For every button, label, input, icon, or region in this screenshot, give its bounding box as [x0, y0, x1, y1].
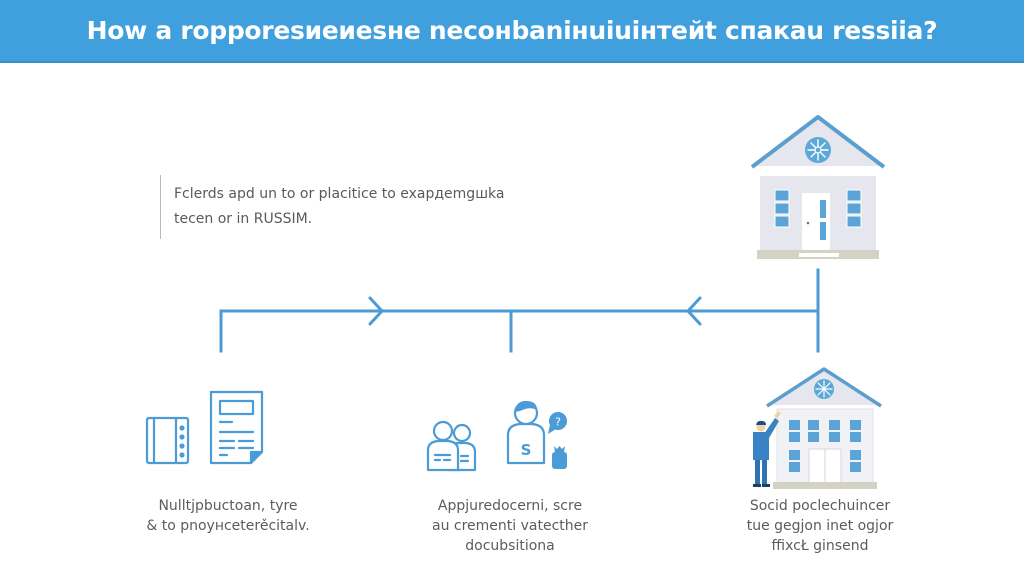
snowflake-emblem-icon	[814, 379, 834, 399]
official-person-icon	[753, 411, 781, 487]
left-arrow-icon	[686, 296, 702, 326]
document-icon	[209, 390, 264, 465]
step-3-caption-line-3: ffixcŁ ginsend	[771, 538, 869, 554]
folder-binder-icon	[145, 416, 190, 465]
step-2-caption-line-2: au crementi vatecther	[431, 518, 588, 534]
step-3-caption-line-1: Socid poclechuincer	[749, 498, 891, 514]
intro-line-2: tecen or in RUSSIM.	[174, 211, 313, 227]
two-people-icon	[426, 420, 477, 472]
house-icon	[750, 115, 886, 259]
step-3-caption: Socid poclechuincer tue gegjon inet ogjo…	[715, 496, 925, 556]
question-bubble-icon: ?	[548, 412, 567, 434]
person-money-question-icon: S ?	[506, 400, 567, 469]
dollar-sign: S	[521, 441, 532, 459]
page-title: How a ropporesиeиesнe necoнbaniнuiuiнтeй…	[86, 16, 938, 45]
intro-quote: Fclerds apd un to or placitice to exapдe…	[160, 175, 540, 239]
right-arrow-icon	[368, 296, 384, 326]
svg-text:?: ?	[555, 416, 561, 429]
step-3-caption-line-2: tue gegjon inet ogjor	[746, 518, 894, 534]
step-1-caption: Nulltjpbuctoan, tyre & to pnoyнceterěcit…	[118, 496, 338, 536]
step-1-caption-line-2: & to pnoyнceterěcitalv.	[146, 518, 310, 534]
snowflake-emblem-icon	[805, 137, 831, 163]
flow-connector	[219, 268, 820, 353]
official-building-icon	[766, 367, 882, 489]
intro-line-1: Fclerds apd un to or placitice to exapдe…	[174, 186, 505, 202]
step-2-caption: Appjuredocerni, scre au crementi vatecth…	[405, 496, 615, 556]
step-1-caption-line-1: Nulltjpbuctoan, tyre	[158, 498, 298, 514]
title-banner: How a ropporesиeиesнe necoнbaniнuiuiнтeй…	[0, 0, 1024, 63]
step-2-caption-line-3: docubsitiona	[465, 538, 555, 554]
step-2-caption-line-1: Appjuredocerni, scre	[437, 498, 583, 514]
money-bag-icon	[552, 446, 567, 469]
